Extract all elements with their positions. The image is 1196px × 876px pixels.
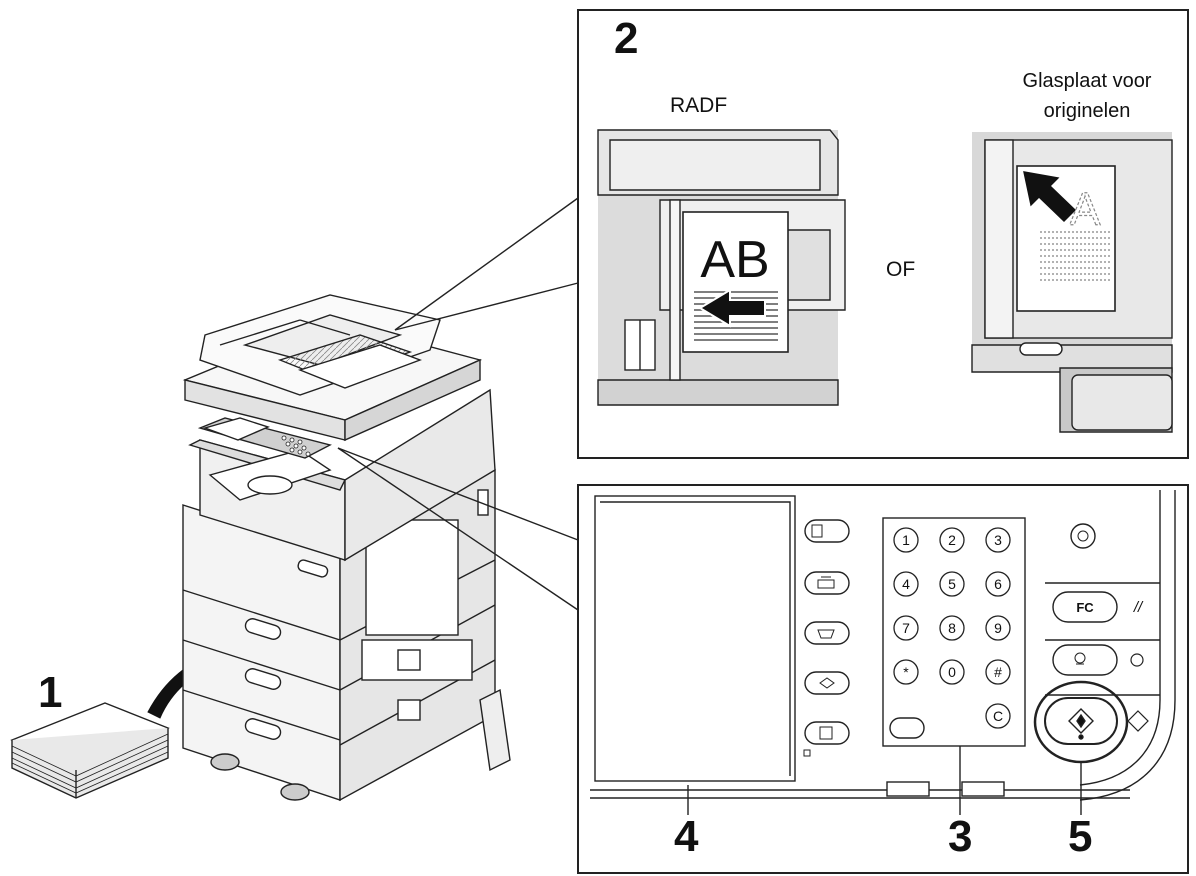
step-number-3: 3	[948, 812, 973, 861]
keypad-key-3	[985, 527, 1011, 553]
keypad-key-9	[985, 615, 1011, 641]
glass-label-line1: Glasplaat voor	[1022, 70, 1152, 92]
filing-mode-button	[804, 671, 850, 695]
print-mode-button	[804, 621, 850, 645]
start-icon	[1127, 710, 1149, 732]
step-number-5: 5	[1068, 812, 1093, 861]
step-number-4: 4	[674, 812, 699, 861]
keypad-key-label: 1	[902, 532, 910, 548]
mfp-machine	[182, 294, 511, 802]
radf-illustration	[597, 129, 846, 406]
keypad-key-label: 8	[948, 620, 956, 636]
fax-mode-button	[804, 721, 850, 745]
keypad-key-4	[893, 571, 919, 597]
or-label: OF	[886, 258, 916, 281]
keypad-key-5	[939, 571, 965, 597]
keypad-key-0	[939, 659, 965, 685]
keypad-key-6	[985, 571, 1011, 597]
power-button	[1070, 523, 1096, 549]
keypad-key-label: 7	[902, 620, 910, 636]
callout-lines	[337, 197, 579, 611]
keypad-key-1	[893, 527, 919, 553]
keypad-key-label: 4	[902, 576, 910, 592]
glass-illustration	[971, 132, 1173, 433]
keypad-key-clear-label: C	[993, 708, 1003, 724]
radf-original-text: AB	[700, 231, 769, 289]
keypad-key-label: #	[994, 664, 1002, 680]
keypad-key-clear	[985, 703, 1011, 729]
reset-icon: //	[1133, 599, 1144, 616]
keypad-key-label: 9	[994, 620, 1002, 636]
keypad-key-label: 6	[994, 576, 1002, 592]
step-number-2: 2	[614, 14, 639, 63]
touch-screen	[594, 495, 796, 782]
paper-stack	[10, 702, 170, 799]
keypad-key-label: 3	[994, 532, 1002, 548]
keypad-key-label: 0	[948, 664, 956, 680]
stop-icon	[1130, 653, 1144, 667]
keypad-key-label: 5	[948, 576, 956, 592]
keypad-key-7	[893, 615, 919, 641]
keypad-key-label: *	[903, 664, 909, 680]
keypad-key-8	[939, 615, 965, 641]
step-number-1: 1	[38, 668, 63, 717]
keypad-key-star	[893, 659, 919, 685]
keypad: 1 2 3 4 5 6 7 8 9 * 0 # C	[893, 527, 1011, 729]
keypad-key-2	[939, 527, 965, 553]
glass-label-line2: originelen	[1043, 100, 1131, 122]
radf-label: RADF	[670, 94, 728, 117]
function-clear-button	[1052, 591, 1118, 623]
keypad-key-label: 2	[948, 532, 956, 548]
scan-mode-button	[804, 571, 850, 595]
function-clear-label: FC	[1076, 600, 1094, 615]
keypad-key-hash	[985, 659, 1011, 685]
blank-key	[889, 717, 925, 739]
glass-original-text: A	[1070, 183, 1101, 235]
